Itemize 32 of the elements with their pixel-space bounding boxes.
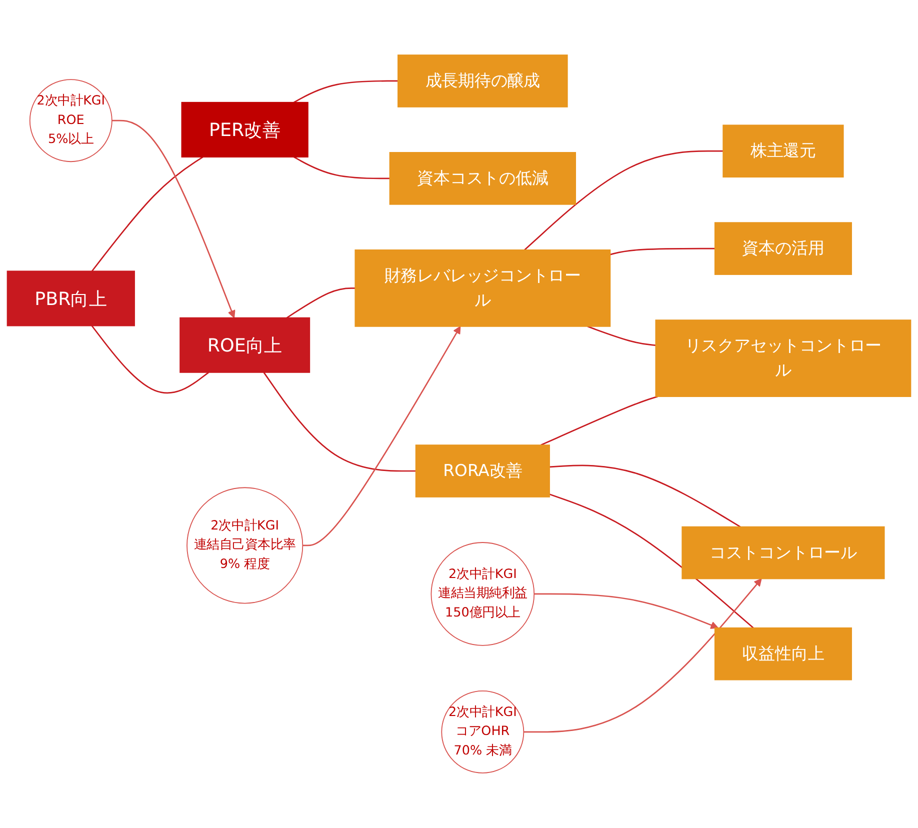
connector — [540, 396, 658, 446]
arrow — [112, 120, 236, 318]
connector — [610, 248, 715, 256]
node-box: 株主還元 — [722, 124, 844, 178]
connector — [549, 464, 741, 528]
connector — [294, 156, 390, 180]
arrow — [524, 578, 762, 733]
node-box: PER改善 — [181, 102, 308, 158]
node-circle: 2次中計KGI 連結当期純利益 150億円以上 — [430, 542, 535, 646]
connector — [549, 494, 754, 628]
connector — [587, 326, 656, 346]
connector — [263, 372, 416, 472]
arrow — [302, 326, 461, 546]
connector — [286, 287, 356, 318]
node-box: 資本コストの低減 — [389, 152, 576, 205]
node-box: RORA改善 — [415, 444, 550, 498]
node-circle: 2次中計KGI コアOHR 70% 未満 — [441, 690, 524, 774]
connector — [91, 325, 210, 394]
node-box: リスクアセットコントロール — [655, 320, 912, 397]
node-circle: 2次中計KGI 連結自己資本比率 9% 程度 — [186, 487, 304, 604]
node-circle: 2次中計KGI ROE 5%以上 — [29, 79, 112, 162]
node-box: 資本の活用 — [714, 222, 852, 275]
connector — [91, 156, 204, 272]
node-box: 成長期待の醸成 — [398, 54, 568, 108]
node-box: 財務レバレッジコントロール — [354, 249, 611, 327]
node-box: コストコントロール — [682, 526, 885, 580]
node-box: ROE向上 — [180, 317, 310, 373]
node-box: 収益性向上 — [714, 627, 852, 680]
arrow — [534, 593, 718, 629]
connector — [524, 150, 724, 250]
node-box: PBR向上 — [6, 270, 135, 326]
connector — [294, 80, 398, 103]
